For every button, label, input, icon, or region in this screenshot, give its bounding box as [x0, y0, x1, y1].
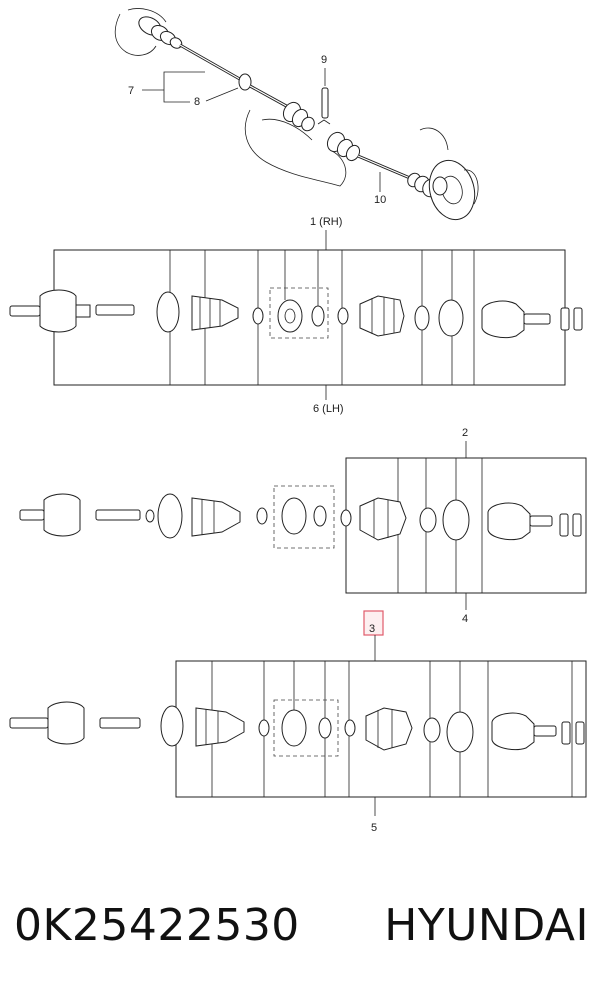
- inner-joint-right: [326, 131, 361, 162]
- retaining-pin: [321, 87, 329, 119]
- shaft-stub: [95, 304, 135, 316]
- outer-cv-joint-3: [9, 701, 85, 745]
- callout-1: 1 (RH): [310, 216, 342, 228]
- brand-name: HYUNDAI: [384, 900, 589, 951]
- clamp-ring: [156, 291, 180, 333]
- callout-3: 3: [369, 623, 375, 635]
- tripod-housing-2: [487, 502, 553, 541]
- assembly-row-1: 1 (RH) 6 (LH): [9, 216, 583, 415]
- inner-joint-left: [282, 101, 315, 132]
- callout-4: 4: [462, 613, 468, 625]
- part-number: 0K25422530: [14, 900, 300, 951]
- assembly-row-3: 3 5: [9, 610, 587, 834]
- callout-3-highlight[interactable]: [363, 610, 384, 636]
- boot-inner-2: [359, 497, 407, 541]
- callout-10: 10: [374, 194, 386, 206]
- tripod-housing: [481, 300, 551, 339]
- boot-outer-2: [191, 497, 241, 537]
- callout-7: 7: [128, 85, 134, 97]
- leader-7: [142, 71, 205, 103]
- part-caption: 0K25422530 HYUNDAI: [14, 900, 589, 951]
- tripod-housing-3: [491, 712, 557, 751]
- boot-outer: [191, 295, 239, 331]
- boot-outer-3: [195, 707, 245, 747]
- callout-6: 6 (LH): [313, 403, 344, 415]
- assembly-overview: [114, 8, 479, 221]
- damper-ring: [238, 73, 252, 91]
- outer-cv-joint-2: [19, 493, 81, 537]
- callout-8: 8: [194, 96, 200, 108]
- callout-5: 5: [371, 822, 377, 834]
- brake-disc: [428, 159, 476, 221]
- callout-9: 9: [321, 54, 327, 66]
- boot-inner: [359, 295, 405, 337]
- callout-2: 2: [462, 427, 468, 439]
- assembly-row-2: 2 4: [19, 427, 587, 625]
- outer-cv-joint: [9, 289, 91, 333]
- drive-shaft-diagram: 7 8 9 10 1 (RH) 6 (LH): [9, 8, 587, 834]
- boot-inner-3: [365, 707, 413, 751]
- inner-bearing: [277, 299, 303, 333]
- left-outer-joint: [138, 16, 183, 49]
